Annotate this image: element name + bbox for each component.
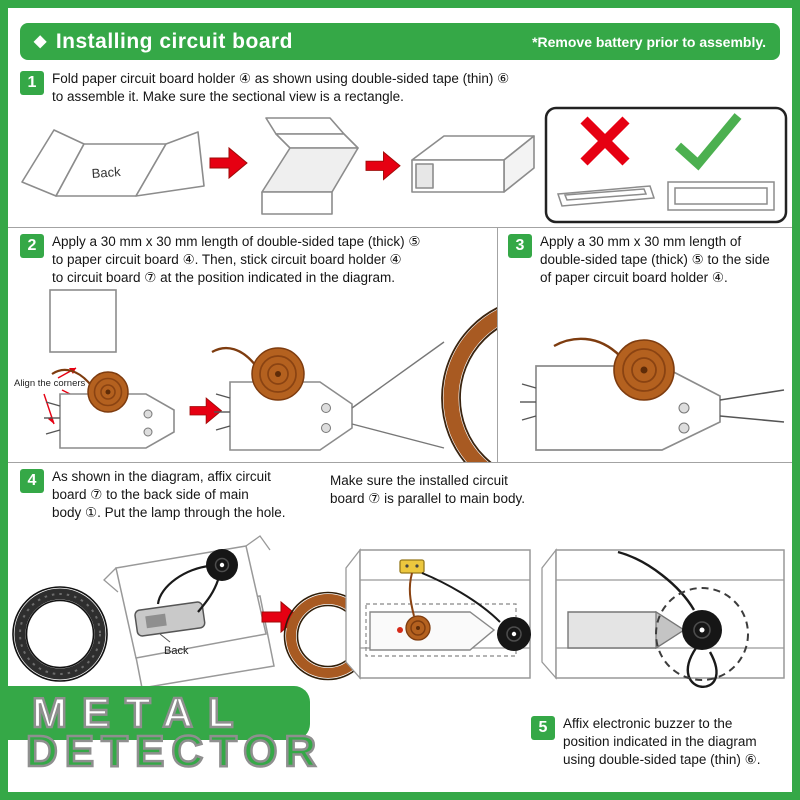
correct-section-shape <box>667 181 775 211</box>
step-1-text: Fold paper circuit board holder ④ as sho… <box>52 71 510 105</box>
circuit-board-small <box>44 368 175 449</box>
red-arrow-icon <box>209 146 248 180</box>
step-5-text: Affix electronic buzzer to the position … <box>563 716 761 768</box>
divider <box>8 462 792 463</box>
divider <box>8 227 792 228</box>
holder-side-view <box>520 337 785 451</box>
diamond-icon: ◆ <box>34 32 47 50</box>
coil-icon <box>251 347 305 401</box>
wire <box>197 579 220 613</box>
assembly-installed <box>283 548 531 681</box>
page-title-text: Installing circuit board <box>55 29 294 53</box>
circuit-board-large <box>211 346 353 451</box>
correct-incorrect-panel <box>544 106 788 224</box>
step-4-note: Make sure the installed circuit board ⑦ … <box>330 473 525 507</box>
logo-metal-text: METAL <box>31 689 249 736</box>
step-1-diagram: Back <box>21 106 788 224</box>
wire <box>617 550 696 611</box>
search-coil-ring <box>441 307 497 462</box>
coil-icon <box>405 615 431 641</box>
coil-wire <box>51 368 91 385</box>
step-4-diagram: Back <box>12 535 785 689</box>
tape-square-shape <box>49 289 117 353</box>
step-2-diagram: Align the corners <box>14 289 497 462</box>
step-4-text: As shown in the diagram, affix circuit b… <box>52 469 286 521</box>
buzzer-icon <box>682 610 722 650</box>
step-2-text: Apply a 30 mm x 30 mm length of double-s… <box>52 234 421 286</box>
red-arrow-icon <box>365 151 401 181</box>
buzzer-icon <box>497 617 531 651</box>
step-1-marker: 1 <box>20 71 44 95</box>
circuit-board <box>369 611 496 651</box>
step-4-marker: 4 <box>20 469 44 493</box>
coil-icon <box>613 339 675 401</box>
battery-box <box>134 601 206 637</box>
search-coil-ring-dark <box>12 586 108 682</box>
coil-wire <box>408 572 415 617</box>
assembly-exploded: Back <box>12 535 275 689</box>
step-3-marker: 3 <box>508 234 532 258</box>
wire-loop <box>686 647 718 688</box>
wire <box>421 572 501 623</box>
red-arrow-icon <box>189 397 223 425</box>
divider <box>497 227 498 462</box>
highlight-dashed-circle <box>655 587 749 681</box>
battery-warning-note: *Remove battery prior to assembly. <box>532 33 766 50</box>
coil-wire <box>211 346 257 367</box>
connector-icon <box>399 559 425 574</box>
coil-wire <box>553 337 621 357</box>
unfolded-holder-shape <box>21 129 205 197</box>
buzzer-icon <box>206 549 238 581</box>
cross-icon <box>580 116 630 166</box>
step-5-marker: 5 <box>531 716 555 740</box>
back-label: Back <box>91 164 121 181</box>
step-3-diagram <box>520 337 785 451</box>
logo-detector-text: DETECTOR <box>25 727 324 776</box>
align-corners-label: Align the corners <box>14 378 86 389</box>
half-folded-holder-shape <box>261 117 359 215</box>
lamp-icon <box>397 627 403 633</box>
step-2-marker: 2 <box>20 234 44 258</box>
coil-icon <box>87 371 129 413</box>
check-icon <box>674 113 742 171</box>
wrong-section-shape <box>556 185 656 207</box>
header-bar: ◆ Installing circuit board *Remove batte… <box>20 23 780 60</box>
folded-holder-shape <box>411 135 535 193</box>
logo-band: METAL <box>8 686 310 740</box>
page-title: ◆ Installing circuit board <box>34 30 293 54</box>
back-label: Back <box>164 645 189 657</box>
wire <box>156 564 211 605</box>
step-3-text: Apply a 30 mm x 30 mm length of double-s… <box>540 234 770 286</box>
assembly-buzzer-position <box>541 548 785 688</box>
